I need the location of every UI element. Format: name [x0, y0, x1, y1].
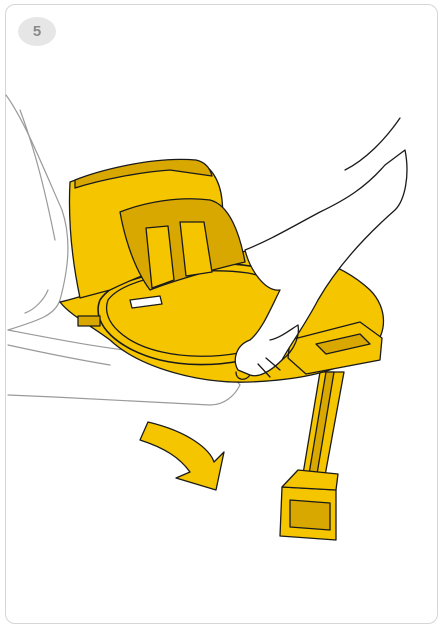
rotate-arrow-icon [140, 422, 224, 490]
support-leg [280, 372, 344, 540]
